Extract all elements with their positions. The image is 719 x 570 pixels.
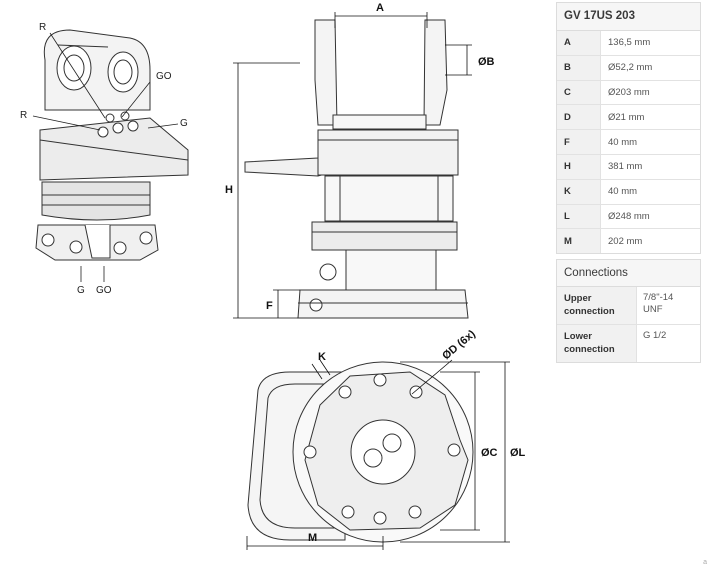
page-mark: a: [703, 559, 707, 566]
rotator-technical-drawing: R R GO G G GO A ØB H: [20, 2, 526, 550]
spec-row: L Ø248 mm: [557, 204, 700, 230]
spec-key: F: [557, 130, 601, 154]
connection-value: G 1/2: [643, 330, 667, 341]
rotator-bottom-view: [247, 361, 474, 543]
spec-row: H 381 mm: [557, 154, 700, 180]
spec-row: B Ø52,2 mm: [557, 55, 700, 81]
connection-value: 7/8"-14 UNF: [643, 292, 674, 315]
callout-leaders: [32, 32, 179, 282]
connections-table-title: Connections: [557, 260, 700, 287]
rotator-side-view: [244, 19, 469, 319]
dim-k-label: K: [318, 351, 326, 363]
rotator-3d-illustration: [35, 29, 189, 261]
spec-key: L: [557, 204, 601, 229]
dim-a-label: A: [376, 2, 384, 14]
dim-d-label: ØD (6x): [440, 328, 478, 363]
callout-r-upper: R: [39, 22, 46, 33]
dim-h-label: H: [225, 184, 233, 196]
connection-row: Lower connection G 1/2: [557, 325, 700, 362]
spec-row: M 202 mm: [557, 229, 700, 254]
spec-value: 202 mm: [608, 235, 643, 247]
connection-key: Upper connection: [557, 287, 637, 324]
callout-r-lower: R: [20, 110, 27, 121]
spec-row: F 40 mm: [557, 130, 700, 155]
spec-key: A: [557, 31, 601, 55]
spec-key: H: [557, 154, 601, 179]
spec-key: B: [557, 55, 601, 80]
dim-l-label: ØL: [510, 447, 526, 459]
spec-key: K: [557, 179, 601, 204]
dim-m-label: M: [308, 532, 317, 544]
spec-value: Ø21 mm: [608, 111, 645, 123]
connection-row: Upper connection 7/8"-14 UNF: [557, 287, 700, 325]
spec-row: K 40 mm: [557, 179, 700, 205]
dim-c-label: ØC: [481, 447, 498, 459]
callout-g-bottom: G: [77, 285, 85, 296]
bottom-view-dimension-lines: [246, 359, 510, 550]
spec-table-title: GV 17US 203: [557, 3, 700, 31]
spec-key: C: [557, 80, 601, 105]
callout-go-upper: GO: [156, 71, 172, 82]
spec-row: C Ø203 mm: [557, 80, 700, 106]
dim-b-label: ØB: [478, 56, 495, 68]
spec-value: 136,5 mm: [608, 37, 651, 49]
spec-value: 381 mm: [608, 161, 643, 173]
spec-value: Ø203 mm: [608, 86, 650, 98]
spec-value: 40 mm: [608, 136, 638, 148]
dim-f-label: F: [266, 300, 273, 312]
connection-key: Lower connection: [557, 325, 637, 362]
spec-row: D Ø21 mm: [557, 105, 700, 131]
spec-row: A 136,5 mm: [557, 31, 700, 56]
spec-key: M: [557, 229, 601, 254]
spec-value: Ø52,2 mm: [608, 62, 653, 74]
spec-value: Ø248 mm: [608, 210, 650, 222]
side-view-dimension-lines: [233, 12, 472, 319]
spec-value: 40 mm: [608, 186, 638, 198]
connections-table: Connections Upper connection 7/8"-14 UNF…: [556, 259, 701, 363]
callout-go-bottom: GO: [96, 285, 112, 296]
spec-key: D: [557, 105, 601, 130]
callout-g-right: G: [180, 118, 188, 129]
spec-table: GV 17US 203 A 136,5 mm B Ø52,2 mm C Ø203…: [556, 2, 701, 255]
